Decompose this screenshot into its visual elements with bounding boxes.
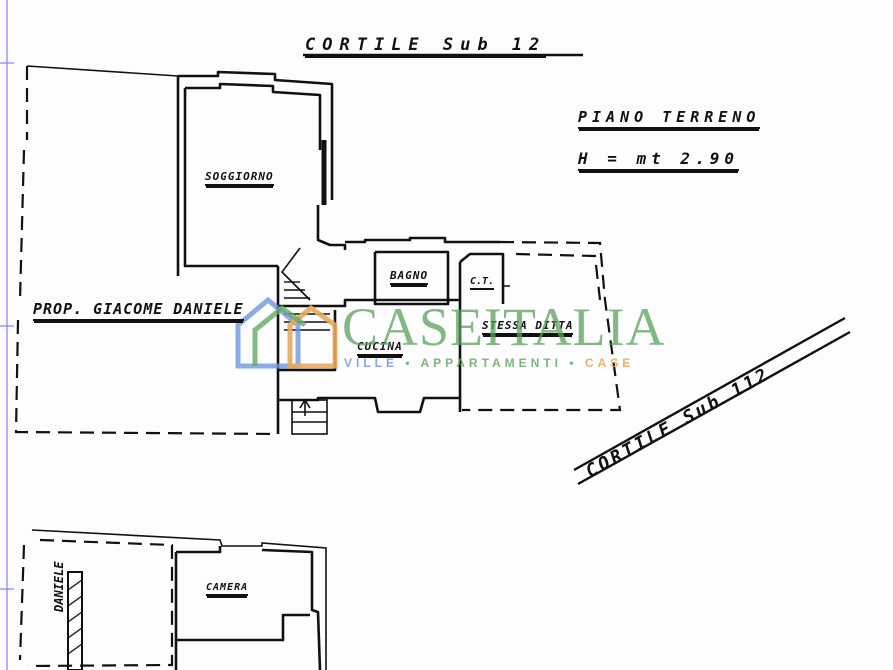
wall-corner [316, 205, 347, 250]
wall-soggiorno-inner [185, 82, 322, 150]
margin-tick [0, 325, 14, 327]
watermark-tagline-appartamenti: APPARTAMENTI [420, 356, 563, 370]
room-label-ct: C.T. [470, 276, 495, 290]
room-label-soggiorno: SOGGIORNO [205, 170, 274, 186]
stessa-ditta-inner [515, 252, 602, 301]
wall-bagno-top [345, 236, 500, 244]
entrance-steps [291, 398, 328, 435]
plan-title: PIANO TERRENO [578, 108, 761, 129]
watermark-house-green-icon [252, 304, 307, 366]
wall-ct [458, 252, 505, 412]
cortile-right-label: CORTILE Sub 112 [582, 363, 774, 482]
room-label-bagno: BAGNO [390, 269, 429, 285]
watermark-sep-1: • [405, 356, 414, 370]
stair-diagonal [280, 247, 311, 301]
scan-margin-line [6, 0, 8, 670]
watermark-tagline: VILLE • APPARTAMENTI • CASE [344, 357, 634, 369]
cortile-right-line-bottom [577, 330, 851, 486]
neighbor-property-label: PROP. GIACOME DANIELE [33, 300, 244, 321]
hatch [67, 579, 83, 655]
lower-hatched-wall [67, 571, 83, 670]
watermark-tagline-ville: VILLE [344, 356, 399, 370]
neighbor-boundary [14, 66, 279, 436]
watermark-sep-2: • [569, 356, 578, 370]
height-note: H = mt 2.90 [578, 149, 739, 171]
room-label-camera: CAMERA [206, 582, 249, 596]
room-label-stessa-ditta: STESSA DITTA [482, 319, 574, 335]
lower-camera-walls [174, 546, 322, 670]
lower-dashed-left [18, 538, 174, 668]
neighbor-side-label: DANIELE [52, 561, 66, 612]
cortile-right-line-top [573, 316, 846, 472]
watermark-house-orange-icon [287, 304, 338, 369]
wall-bagno [373, 250, 450, 306]
margin-tick [0, 62, 14, 64]
boundary-top [26, 65, 179, 77]
stessa-ditta-boundary [462, 240, 622, 412]
cortile-top-label: CORTILE Sub 12 [305, 35, 547, 58]
watermark-tagline-case: CASE [584, 356, 635, 370]
wall-soggiorno-left [176, 76, 278, 276]
watermark-brand: CASEITALIA [342, 297, 666, 357]
wall-soggiorno-outer [178, 70, 334, 200]
margin-tick [0, 588, 14, 590]
lower-boundary-top [31, 529, 327, 670]
room-label-cucina: CUCINA [357, 340, 403, 356]
